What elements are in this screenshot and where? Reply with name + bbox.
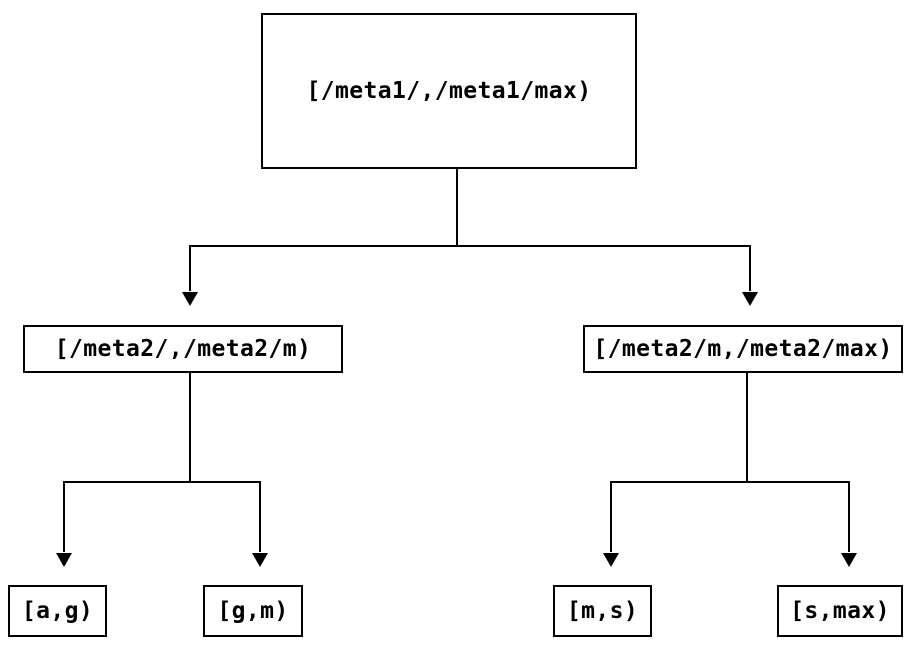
edge-rail-level2: [189, 245, 751, 291]
arrowhead-down-icon: [603, 553, 619, 567]
edge-rail-left-leaves: [63, 481, 261, 552]
arrowhead-down-icon: [252, 553, 268, 567]
edge-rail-right-leaves: [610, 481, 850, 552]
arrowhead-down-icon: [182, 292, 198, 306]
node-leaf-g-m: [g,m): [203, 585, 303, 637]
node-leaf-m-s: [m,s): [553, 585, 652, 637]
arrowhead-down-icon: [56, 553, 72, 567]
node-meta2-high-range: [/meta2/m,/meta2/max): [583, 325, 903, 373]
arrowhead-down-icon: [841, 553, 857, 567]
node-leaf-s-max: [s,max): [777, 585, 903, 637]
node-root-range: [/meta1/,/meta1/max): [261, 13, 637, 169]
arrowhead-down-icon: [742, 292, 758, 306]
node-meta2-low-range: [/meta2/,/meta2/m): [23, 325, 343, 373]
node-leaf-a-g: [a,g): [8, 585, 107, 637]
